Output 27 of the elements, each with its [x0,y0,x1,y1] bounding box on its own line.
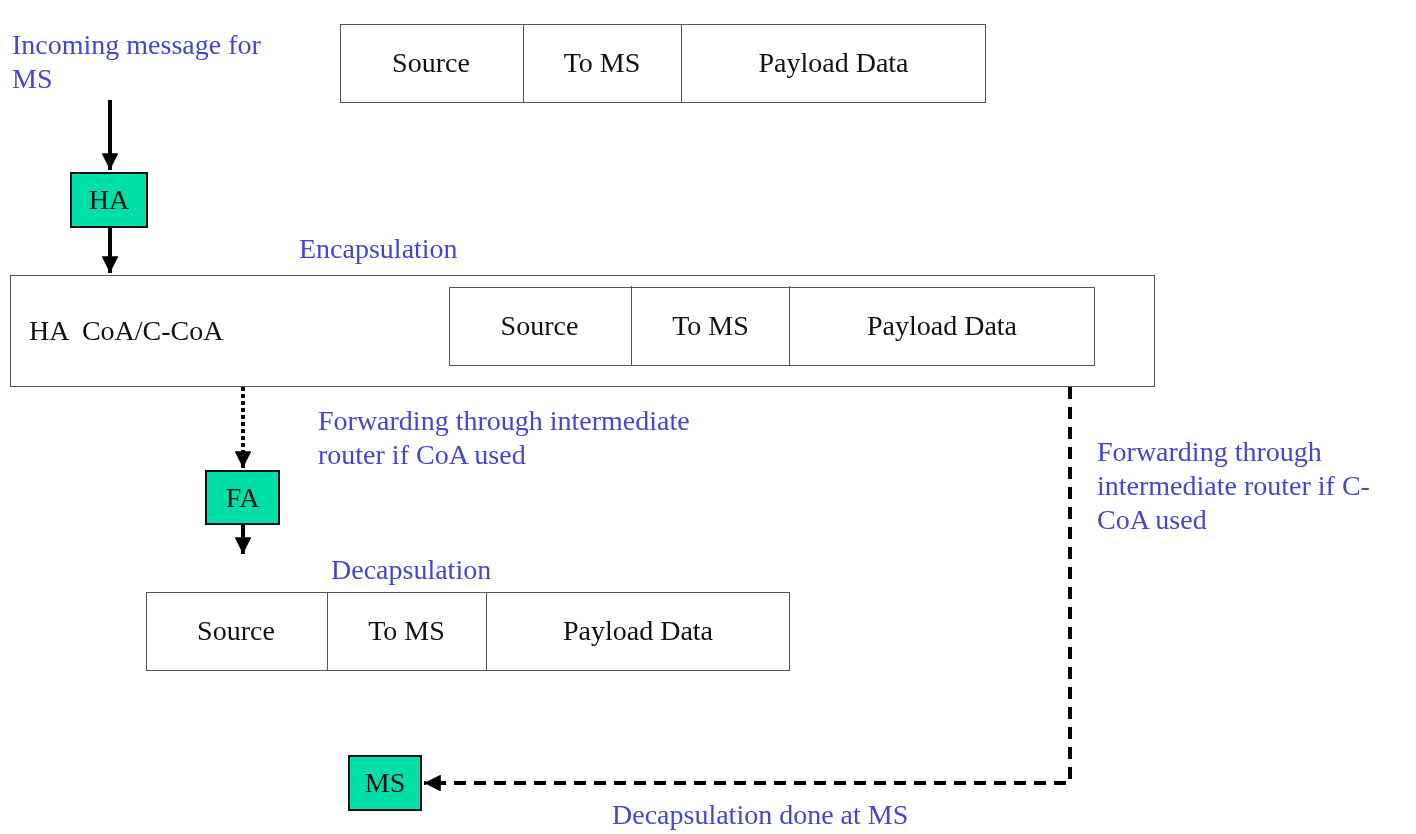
dashed-arrow [424,387,1072,792]
field-label: Source [197,614,275,648]
packet-box [448,286,1095,366]
note-text: Decapsulation done at MS [612,798,909,832]
agent-box [70,172,148,228]
arrow [234,525,252,554]
field-label: Payload Data [758,46,909,80]
address-text: HA CoA/C-CoA [29,314,224,348]
dashed-arrow [234,387,252,468]
packet-box [340,24,986,103]
agent-box [348,755,422,811]
field-label: To MS [563,46,641,80]
arrow [101,100,119,170]
field-label: Source [500,308,579,343]
field-label: To MS [368,614,445,648]
heading-text: Encapsulation [299,232,458,266]
field-label: To MS [672,308,749,343]
agent-label: FA [225,480,260,515]
field-label: Payload Data [866,308,1018,343]
arrow [101,228,119,273]
agent-box [205,470,280,525]
field-label: Source [392,46,470,80]
heading-text: Decapsulation [331,553,492,587]
field-label: Payload Data [562,614,714,648]
message-text: Incoming message for MS [12,28,262,96]
agent-label: MS [364,766,406,800]
agent-label: HA [88,183,130,217]
